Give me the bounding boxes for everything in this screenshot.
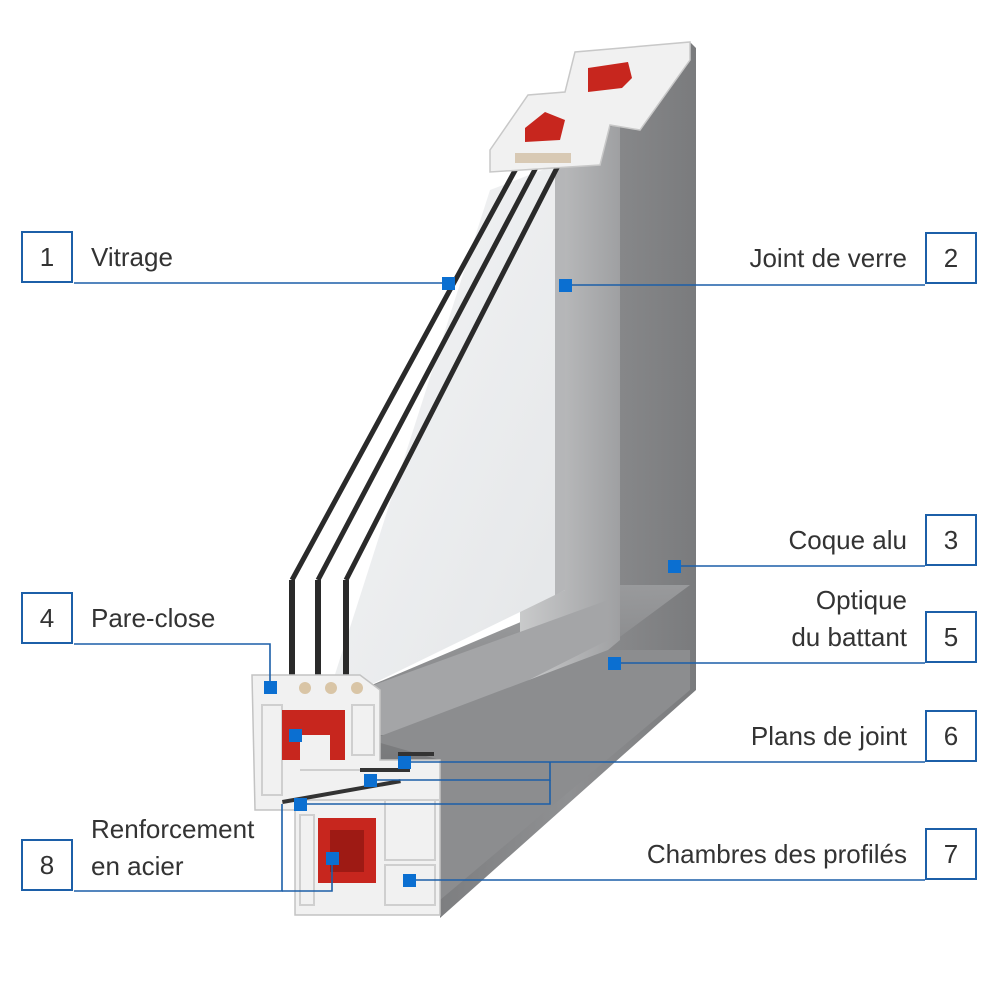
callout-label-8-line-1: Renforcement (91, 814, 255, 844)
callout-label-renforcement-en-acier: Renforcement en acier (91, 811, 254, 885)
leader-lines (74, 282, 925, 892)
callout-number-7: 7 (925, 828, 977, 880)
callout-number-3: 3 (925, 514, 977, 566)
callout-label-4-line-1: Pare-close (91, 603, 216, 633)
glass-area (330, 165, 555, 690)
callout-label-pare-close: Pare-close (91, 600, 215, 637)
sill-front-face (360, 600, 608, 735)
top-steel-reinforcement-1 (588, 62, 632, 92)
marker-3 (668, 560, 681, 573)
callout-label-2-line-1: Joint de verre (749, 243, 907, 273)
sash-optic-inner-edge (555, 160, 565, 595)
callout-number-6: 6 (925, 710, 977, 762)
top-spacer (515, 153, 571, 163)
marker-8a (289, 729, 302, 742)
callout-markers (264, 277, 681, 887)
callout-label-5-line-2: du battant (791, 622, 907, 652)
callout-label-coque-alu: Coque alu (788, 522, 907, 559)
callout-label-chambres-des-profiles: Chambres des profilés (647, 836, 907, 873)
callout-label-7-line-1: Chambres des profilés (646, 839, 907, 869)
callout-number-2: 2 (925, 232, 977, 284)
marker-4 (264, 681, 277, 694)
callout-label-3-line-1: Coque alu (788, 525, 907, 555)
glass-pane-1 (289, 163, 521, 582)
marker-6b (364, 774, 377, 787)
marker-2 (559, 279, 572, 292)
bottom-steel-reinforcement-upper (282, 710, 345, 760)
callout-number-5: 5 (925, 611, 977, 663)
callout-label-plans-de-joint: Plans de joint (751, 718, 907, 755)
callout-label-1-line-1: Vitrage (91, 242, 173, 272)
callout-number-4: 4 (21, 592, 73, 644)
glass-pane-2 (315, 158, 543, 582)
callout-label-vitrage: Vitrage (91, 239, 173, 276)
marker-6a (398, 756, 411, 769)
callout-label-optique-du-battant: Optique du battant (791, 582, 907, 656)
marker-5 (608, 657, 621, 670)
callout-label-8-line-2: en acier (91, 851, 184, 881)
callout-label-5-line-1: Optique (815, 585, 907, 615)
spacer-beads (299, 682, 363, 694)
callout-label-joint-de-verre: Joint de verre (749, 240, 907, 277)
glass-pane-3 (343, 156, 565, 582)
marker-6c (294, 798, 307, 811)
marker-1 (442, 277, 455, 290)
marker-7 (403, 874, 416, 887)
callout-number-8: 8 (21, 839, 73, 891)
steel-inner-cavity (330, 830, 364, 872)
marker-8b (326, 852, 339, 865)
sash-optic (520, 120, 620, 690)
callout-label-6-line-1: Plans de joint (750, 721, 907, 751)
callout-number-1: 1 (21, 231, 73, 283)
top-steel-reinforcement-2 (525, 112, 565, 142)
profile-chambers (261, 704, 440, 906)
sill-lower-face (370, 650, 690, 900)
